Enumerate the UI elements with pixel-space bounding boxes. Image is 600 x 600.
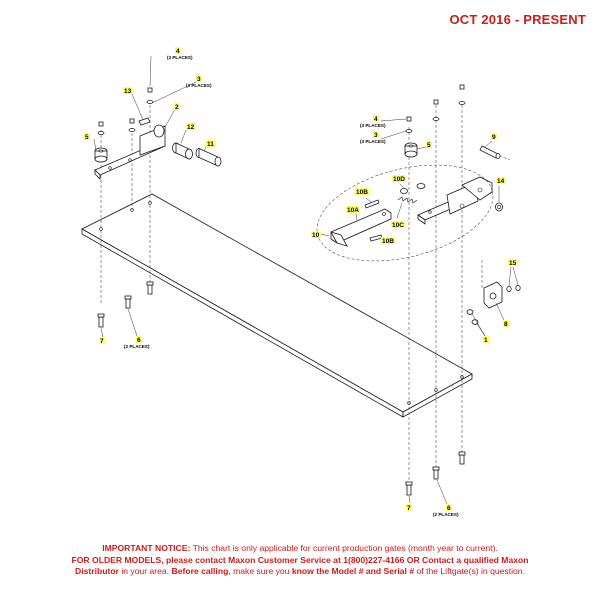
page-title: OCT 2016 - PRESENT bbox=[449, 12, 586, 27]
callout-3-left: 3 bbox=[197, 76, 201, 83]
callout-4-right: 4 bbox=[374, 116, 378, 123]
shaft-11 bbox=[195, 147, 222, 167]
callout-6-right: 6 bbox=[447, 505, 451, 512]
callout-12: 12 bbox=[187, 124, 195, 131]
hinge-block-8 bbox=[483, 281, 521, 309]
callout-10c: 10C bbox=[392, 222, 404, 229]
notice-line-3: Distributor in your area. Before calling… bbox=[75, 566, 525, 576]
pin-9 bbox=[479, 145, 501, 159]
note-2-places-left: (2 PLACES) bbox=[124, 344, 150, 349]
exploded-parts-diagram: 4 (3 PLACES) 3 (3 PLACES) 2 13 5 12 11 7… bbox=[81, 47, 521, 517]
callout-3-right: 3 bbox=[374, 132, 378, 139]
right-latch-bracket bbox=[417, 176, 493, 225]
callout-1: 1 bbox=[484, 337, 488, 344]
notice-line-2: FOR OLDER MODELS, please contact Maxon C… bbox=[71, 554, 529, 565]
important-notice: IMPORTANT NOTICE: This chart is only app… bbox=[20, 543, 580, 578]
callout-10: 10 bbox=[312, 232, 320, 239]
callout-7-left: 7 bbox=[100, 338, 104, 345]
callout-14: 14 bbox=[497, 178, 505, 185]
callout-13: 13 bbox=[124, 88, 132, 95]
latch-handle-10a bbox=[330, 208, 392, 247]
callout-10b-top: 10B bbox=[356, 189, 368, 196]
callout-10b-bottom: 10B bbox=[382, 238, 394, 245]
callout-11: 11 bbox=[207, 141, 214, 148]
note-2-places-right: (2 PLACES) bbox=[433, 512, 459, 517]
bolt-7-right bbox=[405, 481, 413, 496]
callout-10d: 10D bbox=[393, 176, 405, 183]
alignment-lines bbox=[100, 100, 511, 480]
callout-7-right: 7 bbox=[407, 505, 411, 512]
right-washers-nuts bbox=[405, 84, 466, 133]
pin-13 bbox=[138, 117, 151, 126]
callout-5-right: 5 bbox=[427, 142, 431, 149]
bolt-6-right bbox=[432, 451, 466, 480]
note-3-places-3-left: (3 PLACES) bbox=[186, 83, 212, 88]
callout-15: 15 bbox=[509, 260, 517, 267]
callout-5-left: 5 bbox=[85, 134, 89, 141]
note-3-places-4-left: (3 PLACES) bbox=[167, 55, 193, 60]
right-spacer-block bbox=[404, 142, 418, 158]
callout-labels: 4 (3 PLACES) 3 (3 PLACES) 2 13 5 12 11 7… bbox=[84, 47, 518, 517]
callout-6-left: 6 bbox=[137, 337, 141, 344]
bolt-6-left bbox=[124, 281, 154, 309]
note-3-places-3-right: (3 PLACES) bbox=[360, 139, 386, 144]
notice-heading: IMPORTANT NOTICE: bbox=[102, 543, 191, 553]
left-washers-nuts bbox=[97, 87, 154, 135]
leader-lines bbox=[93, 55, 519, 505]
latch-subassembly-outline bbox=[316, 164, 494, 262]
knob-14 bbox=[495, 202, 503, 212]
callout-2: 2 bbox=[175, 104, 179, 111]
left-spacer-block bbox=[94, 147, 108, 163]
latch-spring-10c bbox=[397, 196, 418, 204]
latch-pin-10d bbox=[400, 183, 426, 194]
callout-10a: 10A bbox=[347, 207, 359, 214]
left-hinge-bracket bbox=[94, 124, 166, 180]
notice-line-1: IMPORTANT NOTICE: This chart is only app… bbox=[102, 543, 498, 553]
bolts-1 bbox=[466, 309, 479, 325]
bolt-7-left bbox=[97, 313, 105, 328]
bushing-12 bbox=[172, 142, 193, 160]
callout-8: 8 bbox=[504, 321, 508, 328]
note-3-places-4-right: (3 PLACES) bbox=[360, 123, 386, 128]
platform-plate bbox=[81, 193, 473, 418]
callout-9: 9 bbox=[492, 134, 496, 141]
callout-4-left: 4 bbox=[176, 48, 180, 55]
